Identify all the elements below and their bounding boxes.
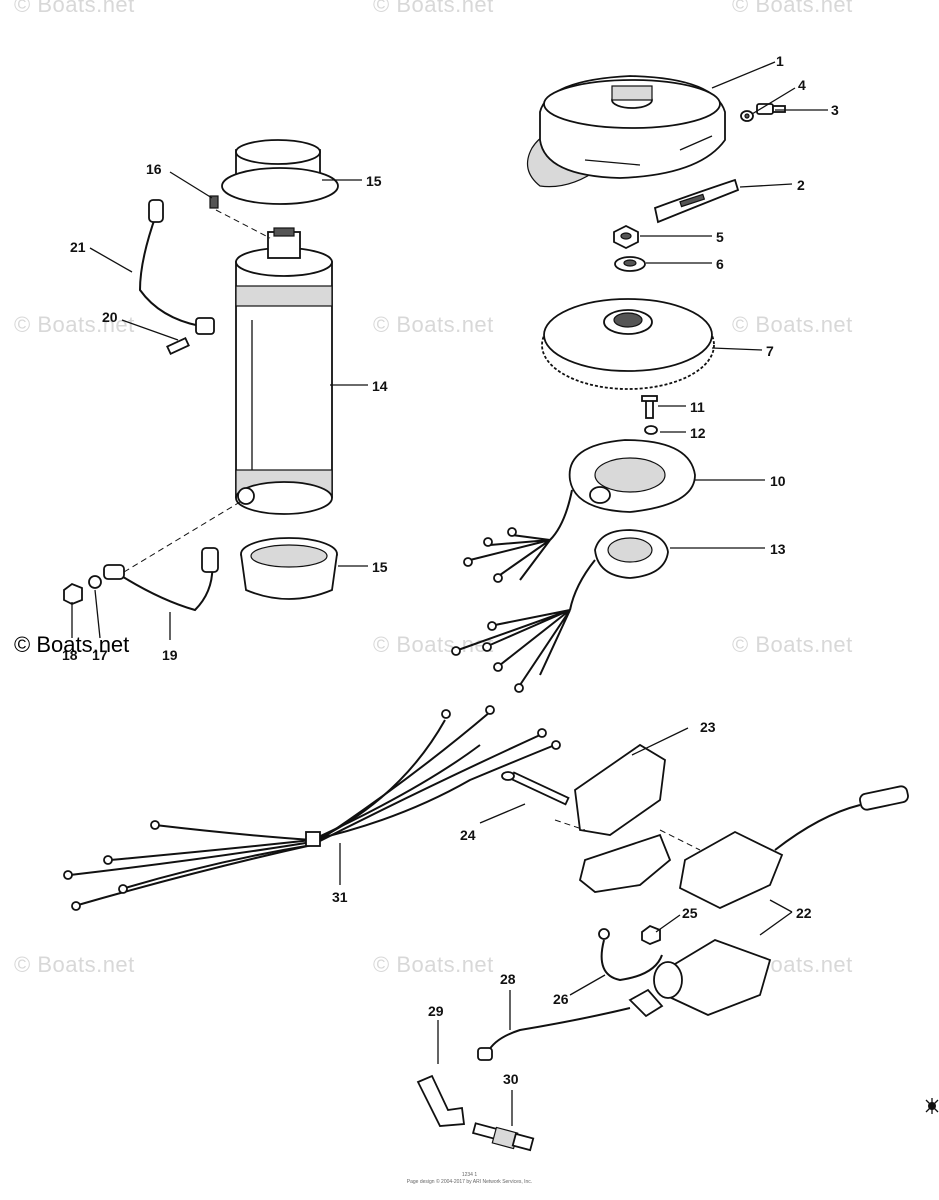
lockwasher bbox=[740, 110, 754, 122]
callout-16: 16 bbox=[146, 161, 162, 177]
starter-motor bbox=[235, 227, 333, 515]
starter-clip bbox=[209, 195, 219, 209]
callout-3: 3 bbox=[831, 102, 839, 118]
callout-28: 28 bbox=[500, 971, 516, 987]
ignition-coil-upper bbox=[678, 785, 909, 909]
watermark: © Boats.net bbox=[373, 312, 494, 337]
copyright-watermark: © Boats.net bbox=[14, 632, 130, 657]
footer-copyright: Page design © 2004-2017 by ARI Network S… bbox=[406, 1179, 533, 1185]
callout-24: 24 bbox=[460, 827, 476, 843]
callout-5: 5 bbox=[716, 229, 724, 245]
callout-12: 12 bbox=[690, 425, 706, 441]
watermark: © Boats.net bbox=[14, 0, 135, 17]
callout-31: 31 bbox=[332, 889, 348, 905]
bracket-bolt bbox=[501, 771, 570, 806]
callout-22: 22 bbox=[796, 905, 812, 921]
watermark: © Boats.net bbox=[14, 952, 135, 977]
cover-bracket bbox=[653, 178, 740, 224]
starter-drive-cap bbox=[221, 139, 339, 205]
cable-screw bbox=[166, 336, 190, 356]
cable-nut bbox=[63, 582, 83, 605]
flywheel-cover bbox=[526, 75, 726, 188]
callout-11: 11 bbox=[690, 399, 705, 415]
callout-21: 21 bbox=[70, 239, 86, 255]
callout-17: 17 bbox=[92, 647, 108, 663]
stator bbox=[463, 439, 696, 583]
starter-cable bbox=[138, 199, 215, 335]
callout-15a: 15 bbox=[366, 173, 382, 189]
callout-18: 18 bbox=[62, 647, 78, 663]
callout-19: 19 bbox=[162, 647, 178, 663]
leader-lines bbox=[71, 61, 828, 1126]
callout-2: 2 bbox=[797, 177, 805, 193]
coil-bracket bbox=[554, 743, 701, 893]
callout-26: 26 bbox=[553, 991, 569, 1007]
ground-wire bbox=[598, 928, 663, 982]
callout-15b: 15 bbox=[372, 559, 388, 575]
callout-25: 25 bbox=[682, 905, 698, 921]
watermark: © Boats.net bbox=[732, 0, 853, 17]
callout-23: 23 bbox=[700, 719, 716, 735]
callouts: 1 4 3 2 5 6 7 11 12 10 13 14 15 15 16 21… bbox=[62, 53, 839, 1087]
footer-code: 1234 1 bbox=[461, 1172, 478, 1178]
ground-nut bbox=[641, 924, 661, 945]
stator-washer bbox=[644, 425, 658, 435]
watermark: © Boats.net bbox=[373, 952, 494, 977]
trigger bbox=[451, 529, 669, 693]
flywheel-nut bbox=[613, 224, 639, 250]
starter-end-cap bbox=[240, 537, 338, 600]
callout-7: 7 bbox=[766, 343, 774, 359]
watermark: © Boats.net bbox=[14, 312, 135, 337]
flywheel bbox=[541, 298, 715, 390]
watermark: © Boats.net bbox=[373, 0, 494, 17]
stator-screw bbox=[641, 395, 658, 419]
high-tension-lead bbox=[477, 988, 664, 1061]
callout-14: 14 bbox=[372, 378, 388, 394]
ignition-coil-lower bbox=[653, 939, 772, 1016]
screw bbox=[756, 103, 786, 115]
cable-washer bbox=[88, 575, 102, 589]
negative-cable bbox=[103, 547, 219, 612]
callout-10: 10 bbox=[770, 473, 786, 489]
spark-plug bbox=[471, 1122, 535, 1152]
callout-13: 13 bbox=[770, 541, 786, 557]
callout-6: 6 bbox=[716, 256, 724, 272]
callout-20: 20 bbox=[102, 309, 118, 325]
callout-29: 29 bbox=[428, 1003, 444, 1019]
watermark: © Boats.net bbox=[732, 632, 853, 657]
spark-plug-boot bbox=[416, 1074, 466, 1127]
callout-1: 1 bbox=[776, 53, 784, 69]
wire-harness bbox=[63, 705, 561, 911]
flywheel-washer bbox=[614, 256, 646, 272]
callout-4: 4 bbox=[798, 77, 806, 93]
spider-icon bbox=[925, 1098, 939, 1114]
callout-30: 30 bbox=[503, 1071, 519, 1087]
watermark: © Boats.net bbox=[732, 312, 853, 337]
